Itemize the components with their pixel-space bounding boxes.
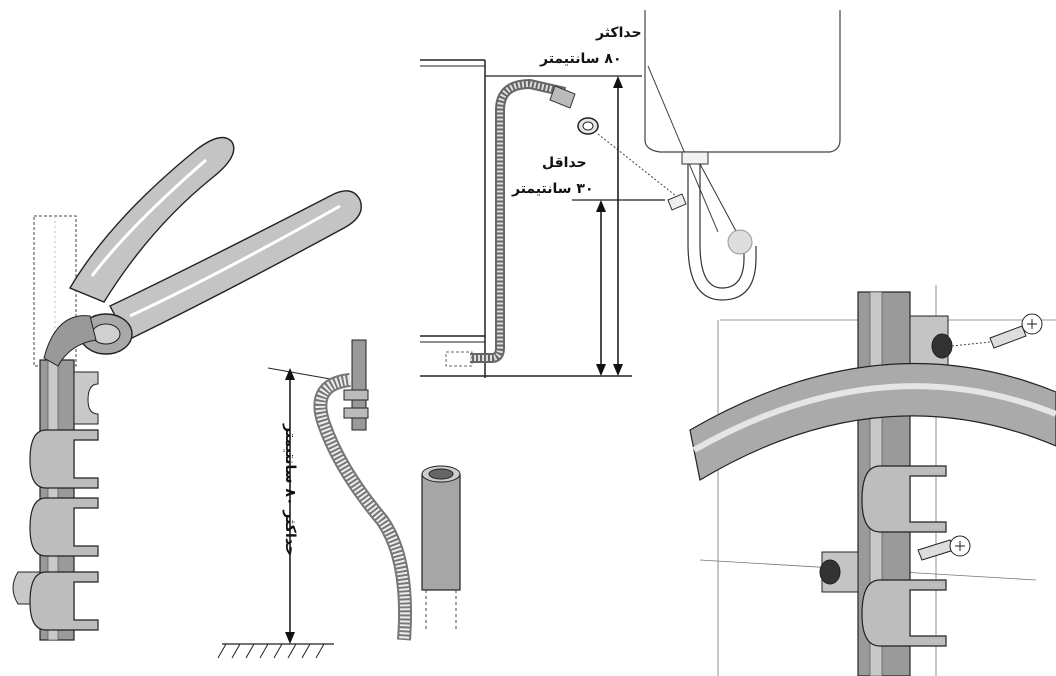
sink-drain-height-diagram: [420, 10, 841, 378]
min-height-value: ۳۰ سانتیمتر: [512, 181, 594, 197]
max-height-value: ۸۰ سانتیمتر: [540, 51, 622, 67]
min-height-label: حداقل: [542, 155, 587, 171]
max-height-label: حداکثر: [596, 25, 642, 41]
wall-mount-guide-diagram: [689, 285, 1056, 676]
pliers-hose-guide-diagram: [12, 136, 362, 641]
hose-max-height-diagram: [217, 339, 461, 659]
max-height-vertical-label: حداکثر ۸۰ سانتیمتر: [282, 424, 298, 556]
